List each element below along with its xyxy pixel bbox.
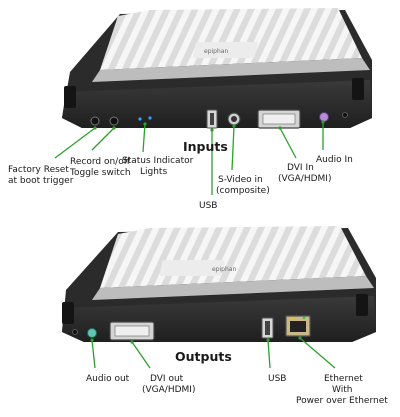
audio-out-jack	[87, 328, 97, 338]
status-led	[138, 117, 142, 121]
inputs-heading: Inputs	[183, 139, 228, 154]
svideo-label: S-Video in (composite)	[216, 175, 270, 196]
ventilation-fins-icon	[100, 8, 362, 70]
status-led	[148, 116, 152, 120]
rubber-foot-icon	[64, 86, 76, 108]
record-toggle-switch	[109, 116, 119, 126]
record-toggle-label: Record on/off Toggle switch	[69, 157, 133, 178]
rubber-foot-icon	[352, 78, 364, 100]
outputs-heading: Outputs	[175, 349, 232, 364]
svg-text:epiphan: epiphan	[212, 266, 236, 273]
output-device: epiphan	[62, 226, 376, 342]
audio-out-label: Audio out	[86, 374, 130, 384]
dvi-out-label: DVI out (VGA/HDMI)	[142, 374, 195, 395]
output-leaders	[90, 336, 336, 369]
audio-in-jack	[319, 112, 329, 122]
factory-reset-hole	[90, 116, 100, 126]
dvi-in-label: DVI In (VGA/HDMI)	[278, 163, 331, 184]
usb-output-label: USB	[268, 374, 286, 384]
factory-reset-label: Factory Reset at boot trigger	[8, 165, 74, 186]
audio-in-label: Audio In	[316, 155, 353, 165]
usb-input-label: USB	[199, 201, 217, 211]
rubber-foot-icon	[62, 302, 74, 324]
input-leaders	[54, 120, 325, 195]
svg-text:epiphan: epiphan	[204, 48, 228, 55]
input-device: epiphan	[62, 8, 372, 129]
status-lights-label: Status Indicator Lights	[122, 156, 196, 177]
rubber-foot-icon	[356, 294, 368, 316]
ethernet-label: Ethernet With Power over Ethernet	[296, 374, 388, 406]
